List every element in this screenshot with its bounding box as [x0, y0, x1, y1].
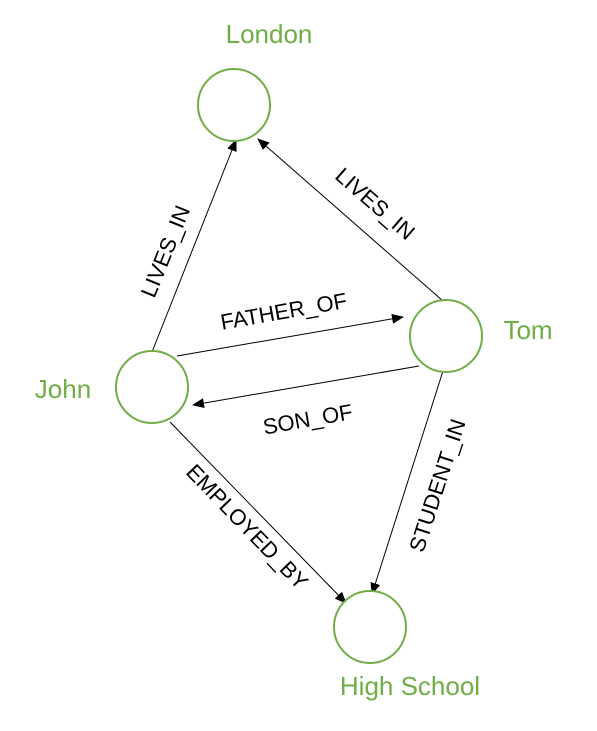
edge-label-john-lives-in: LIVES_IN: [136, 202, 195, 301]
edge-john-lives-in-london: [151, 139, 237, 353]
edge-john-father-of-tom: [176, 313, 404, 357]
edges: [151, 138, 444, 604]
node-john-circle[interactable]: [115, 350, 189, 424]
node-high-school-label: High School: [340, 671, 480, 701]
node-john-label: John: [35, 374, 91, 404]
edge-label-father-of: FATHER_OF: [219, 288, 349, 335]
edge-tom-student-in-high-school: [370, 370, 444, 595]
node-london-label: London: [226, 19, 313, 49]
node-john[interactable]: John: [35, 350, 189, 424]
edge-label-tom-lives-in: LIVES_IN: [330, 163, 419, 245]
edge-john-employed-by-high-school: [169, 421, 347, 604]
node-london-circle[interactable]: [197, 68, 271, 142]
edge-label-employed-by: EMPLOYED_BY: [181, 459, 313, 594]
node-tom[interactable]: Tom: [409, 299, 553, 373]
node-london[interactable]: London: [197, 19, 313, 142]
edge-label-son-of: SON_OF: [261, 399, 354, 439]
node-high-school[interactable]: High School: [333, 590, 480, 701]
edge-tom-son-of-john: [192, 365, 420, 409]
node-high-school-circle[interactable]: [333, 590, 407, 664]
edge-tom-lives-in-london: [257, 138, 444, 302]
edge-label-student-in: STUDENT_IN: [404, 416, 470, 555]
node-tom-circle[interactable]: [409, 299, 483, 373]
node-tom-label: Tom: [503, 315, 552, 345]
